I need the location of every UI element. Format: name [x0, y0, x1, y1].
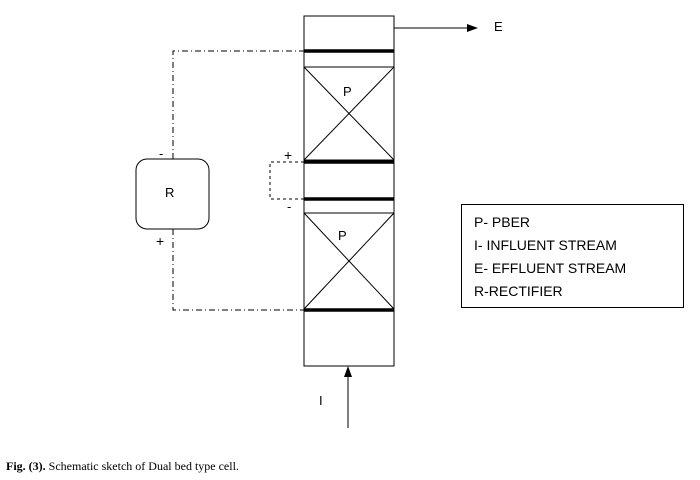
wire-rectifier-to-bottom-plate — [172, 229, 304, 311]
top-packed-bed — [303, 66, 395, 161]
link-negative-sign: - — [287, 199, 291, 214]
column-outline — [303, 15, 395, 367]
legend-item-pber: P- PBER — [474, 214, 531, 230]
wire-rectifier-to-top-plate — [172, 50, 304, 159]
top-bed-label: P — [343, 84, 352, 99]
link-positive-sign: + — [284, 147, 292, 163]
caption-prefix: Fig. (3). — [6, 459, 46, 473]
bottom-packed-bed — [303, 212, 395, 310]
legend-item-effluent: E- EFFLUENT STREAM — [474, 260, 627, 276]
influent-arrow — [344, 366, 352, 428]
rectifier-label: R — [165, 185, 174, 200]
caption-text: Schematic sketch of Dual bed type cell. — [45, 459, 239, 473]
effluent-label: E — [494, 19, 503, 34]
legend-item-rectifier: R-RECTIFIER — [474, 283, 563, 299]
legend-box: P- PBER I- INFLUENT STREAM E- EFFLUENT S… — [461, 204, 684, 308]
rectifier-positive-sign: + — [156, 233, 164, 249]
wire-inter-bed-link — [269, 161, 304, 200]
rectifier-negative-sign: - — [159, 146, 163, 161]
figure-caption: Fig. (3). Schematic sketch of Dual bed t… — [6, 459, 239, 474]
effluent-arrow — [394, 24, 478, 32]
influent-label: I — [319, 393, 323, 408]
bottom-bed-label: P — [338, 228, 347, 243]
legend-item-influent: I- INFLUENT STREAM — [474, 237, 617, 253]
